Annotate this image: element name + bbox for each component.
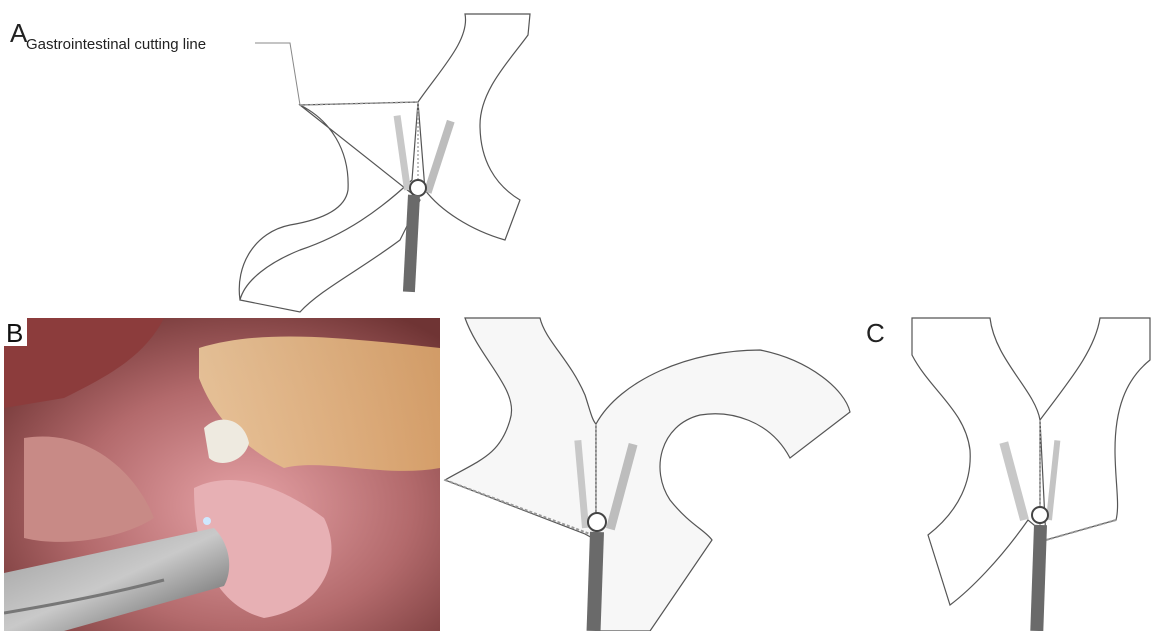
bowel-loop-right-c [1040, 318, 1150, 540]
bowel-loop-left-c [912, 318, 1040, 605]
